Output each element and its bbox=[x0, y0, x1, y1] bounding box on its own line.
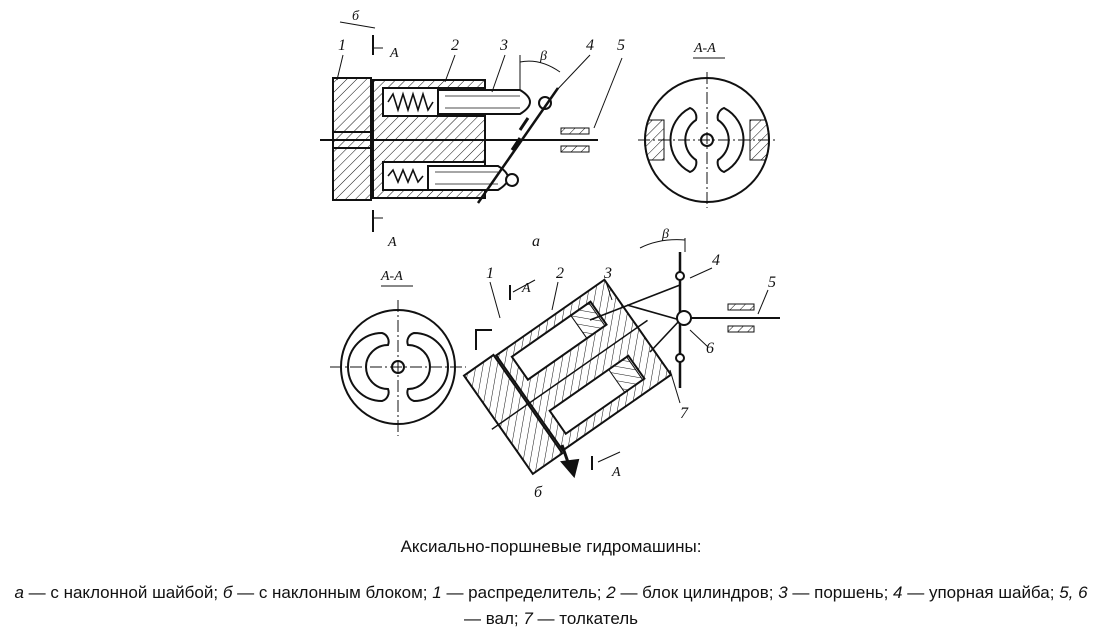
section-letter-b-top: А bbox=[521, 281, 531, 296]
section-letter-a-bottom: А bbox=[387, 235, 397, 250]
spring-upper bbox=[387, 91, 434, 113]
num-b-6: 6 bbox=[706, 340, 714, 357]
piston-upper-a bbox=[437, 89, 531, 115]
caption-segment: б bbox=[222, 583, 233, 602]
dim-b-top: б bbox=[352, 9, 360, 24]
num-b-3: 3 bbox=[603, 265, 612, 282]
caption-segment: — блок цилиндров; bbox=[615, 583, 779, 602]
caption-segment: — распределитель; bbox=[441, 583, 607, 602]
beta-a: β bbox=[539, 49, 547, 64]
view-b-drawing bbox=[462, 238, 780, 479]
num-b-2: 2 bbox=[556, 265, 564, 282]
caption-segment: — с наклонным блоком; bbox=[232, 583, 433, 602]
caption-segment: — вал; bbox=[463, 609, 524, 628]
view-a-drawing bbox=[320, 21, 623, 232]
caption-segment: а bbox=[14, 583, 24, 602]
num-b-5: 5 bbox=[768, 274, 776, 291]
section-a-a-bottom bbox=[330, 285, 466, 436]
num-b-7: 7 bbox=[680, 405, 689, 422]
num-a-5: 5 bbox=[617, 37, 625, 54]
caption-segment: — поршень; bbox=[787, 583, 894, 602]
caption-segment: — упорная шайба; bbox=[902, 583, 1060, 602]
spring-lower bbox=[387, 167, 424, 185]
caption-title: Аксиально-поршневые гидромашины: bbox=[400, 537, 702, 556]
view-letter-a: а bbox=[532, 233, 540, 250]
num-a-4: 4 bbox=[586, 37, 594, 54]
section-title-a: А-А bbox=[693, 41, 716, 56]
section-letter-b-bottom: А bbox=[611, 465, 621, 480]
caption-segment: 7 bbox=[523, 609, 533, 628]
num-b-1: 1 bbox=[486, 265, 494, 282]
caption-segment: — толкатель bbox=[532, 609, 639, 628]
caption-segment: 3 bbox=[778, 583, 788, 602]
swash-plate-a bbox=[476, 87, 560, 204]
num-b-4: 4 bbox=[712, 252, 720, 269]
view-letter-b: б bbox=[534, 484, 543, 501]
num-a-2: 2 bbox=[451, 37, 459, 54]
beta-b: β bbox=[661, 227, 669, 242]
technical-drawing: б А А 1 2 3 4 5 β А-А а А-А 1 2 3 4 5 6 … bbox=[320, 9, 780, 501]
section-letter-a-top: А bbox=[389, 46, 399, 61]
caption-segment: 4 bbox=[893, 583, 903, 602]
caption-body: а — с наклонной шайбой; б — с наклонным … bbox=[10, 580, 1092, 632]
section-title-b: А-А bbox=[380, 269, 403, 284]
section-a-a-top bbox=[638, 57, 776, 208]
caption-segment: 2 bbox=[606, 583, 616, 602]
num-a-3: 3 bbox=[499, 37, 508, 54]
caption-segment: — с наклонной шайбой; bbox=[23, 583, 223, 602]
labels: б А А 1 2 3 4 5 β А-А а А-А 1 2 3 4 5 6 … bbox=[338, 9, 776, 501]
caption-segment: 1 bbox=[432, 583, 442, 602]
num-a-1: 1 bbox=[338, 37, 346, 54]
caption-segment: 5, 6 bbox=[1059, 583, 1088, 602]
